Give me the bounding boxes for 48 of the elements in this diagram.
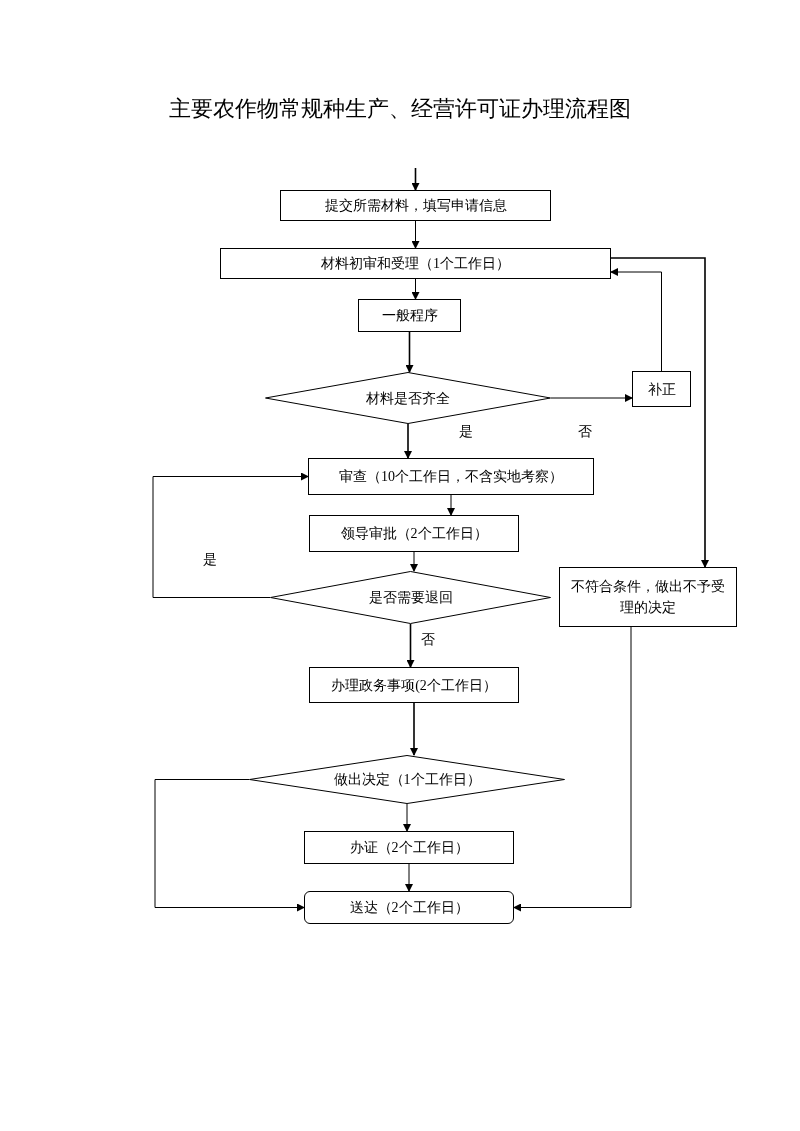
arrow [405, 863, 413, 892]
arrow [610, 268, 662, 372]
node-text: 做出决定（1个工作日） [332, 771, 482, 789]
decision-diamond [270, 571, 551, 624]
arrow [152, 472, 309, 598]
arrow [550, 394, 633, 402]
process-box [309, 667, 519, 703]
process-box [309, 515, 519, 552]
arrow [410, 702, 418, 756]
arrow [411, 167, 420, 191]
node-text: 送达（2个工作日） [348, 899, 470, 917]
node-text: 办证（2个工作日） [348, 839, 470, 857]
node-text: 提交所需材料，填写申请信息 [323, 197, 508, 215]
arrow [410, 551, 418, 572]
edge-label: 否 [577, 425, 593, 439]
process-box [559, 567, 737, 627]
node-text: 审查（10个工作日，不含实地考察） [338, 468, 564, 486]
edge-label: 是 [202, 553, 218, 567]
node-text: 不符合条件，做出不予受理的决定 [570, 578, 726, 617]
arrow [610, 257, 709, 568]
title: 主要农作物常规种生产、经营许可证办理流程图 [168, 95, 632, 123]
node-text: 补正 [646, 380, 677, 399]
node-text: 是否需要退回 [367, 589, 454, 607]
process-box [280, 190, 551, 221]
arrow [404, 423, 412, 459]
node-text: 办理政务事项(2个工作日） [330, 676, 498, 695]
arrow [513, 626, 632, 912]
arrow [411, 278, 420, 300]
decision-diamond [249, 755, 565, 804]
edge-label: 是 [458, 425, 474, 439]
process-box [304, 891, 514, 924]
arrow [405, 331, 414, 373]
node-text: 一般程序 [380, 307, 439, 325]
arrow [411, 220, 420, 249]
process-box [308, 458, 594, 495]
edge-label: 否 [420, 633, 436, 647]
node-text: 材料初审和受理（1个工作日） [320, 255, 511, 273]
arrow [406, 623, 415, 668]
process-box [632, 371, 691, 407]
arrow [447, 494, 455, 516]
process-box [358, 299, 461, 332]
process-box [304, 831, 514, 864]
arrow [403, 803, 411, 832]
process-box [220, 248, 611, 279]
arrow [154, 779, 305, 912]
node-text: 材料是否齐全 [365, 389, 451, 408]
decision-diamond [265, 372, 551, 424]
node-text: 领导审批（2个工作日） [339, 525, 489, 543]
